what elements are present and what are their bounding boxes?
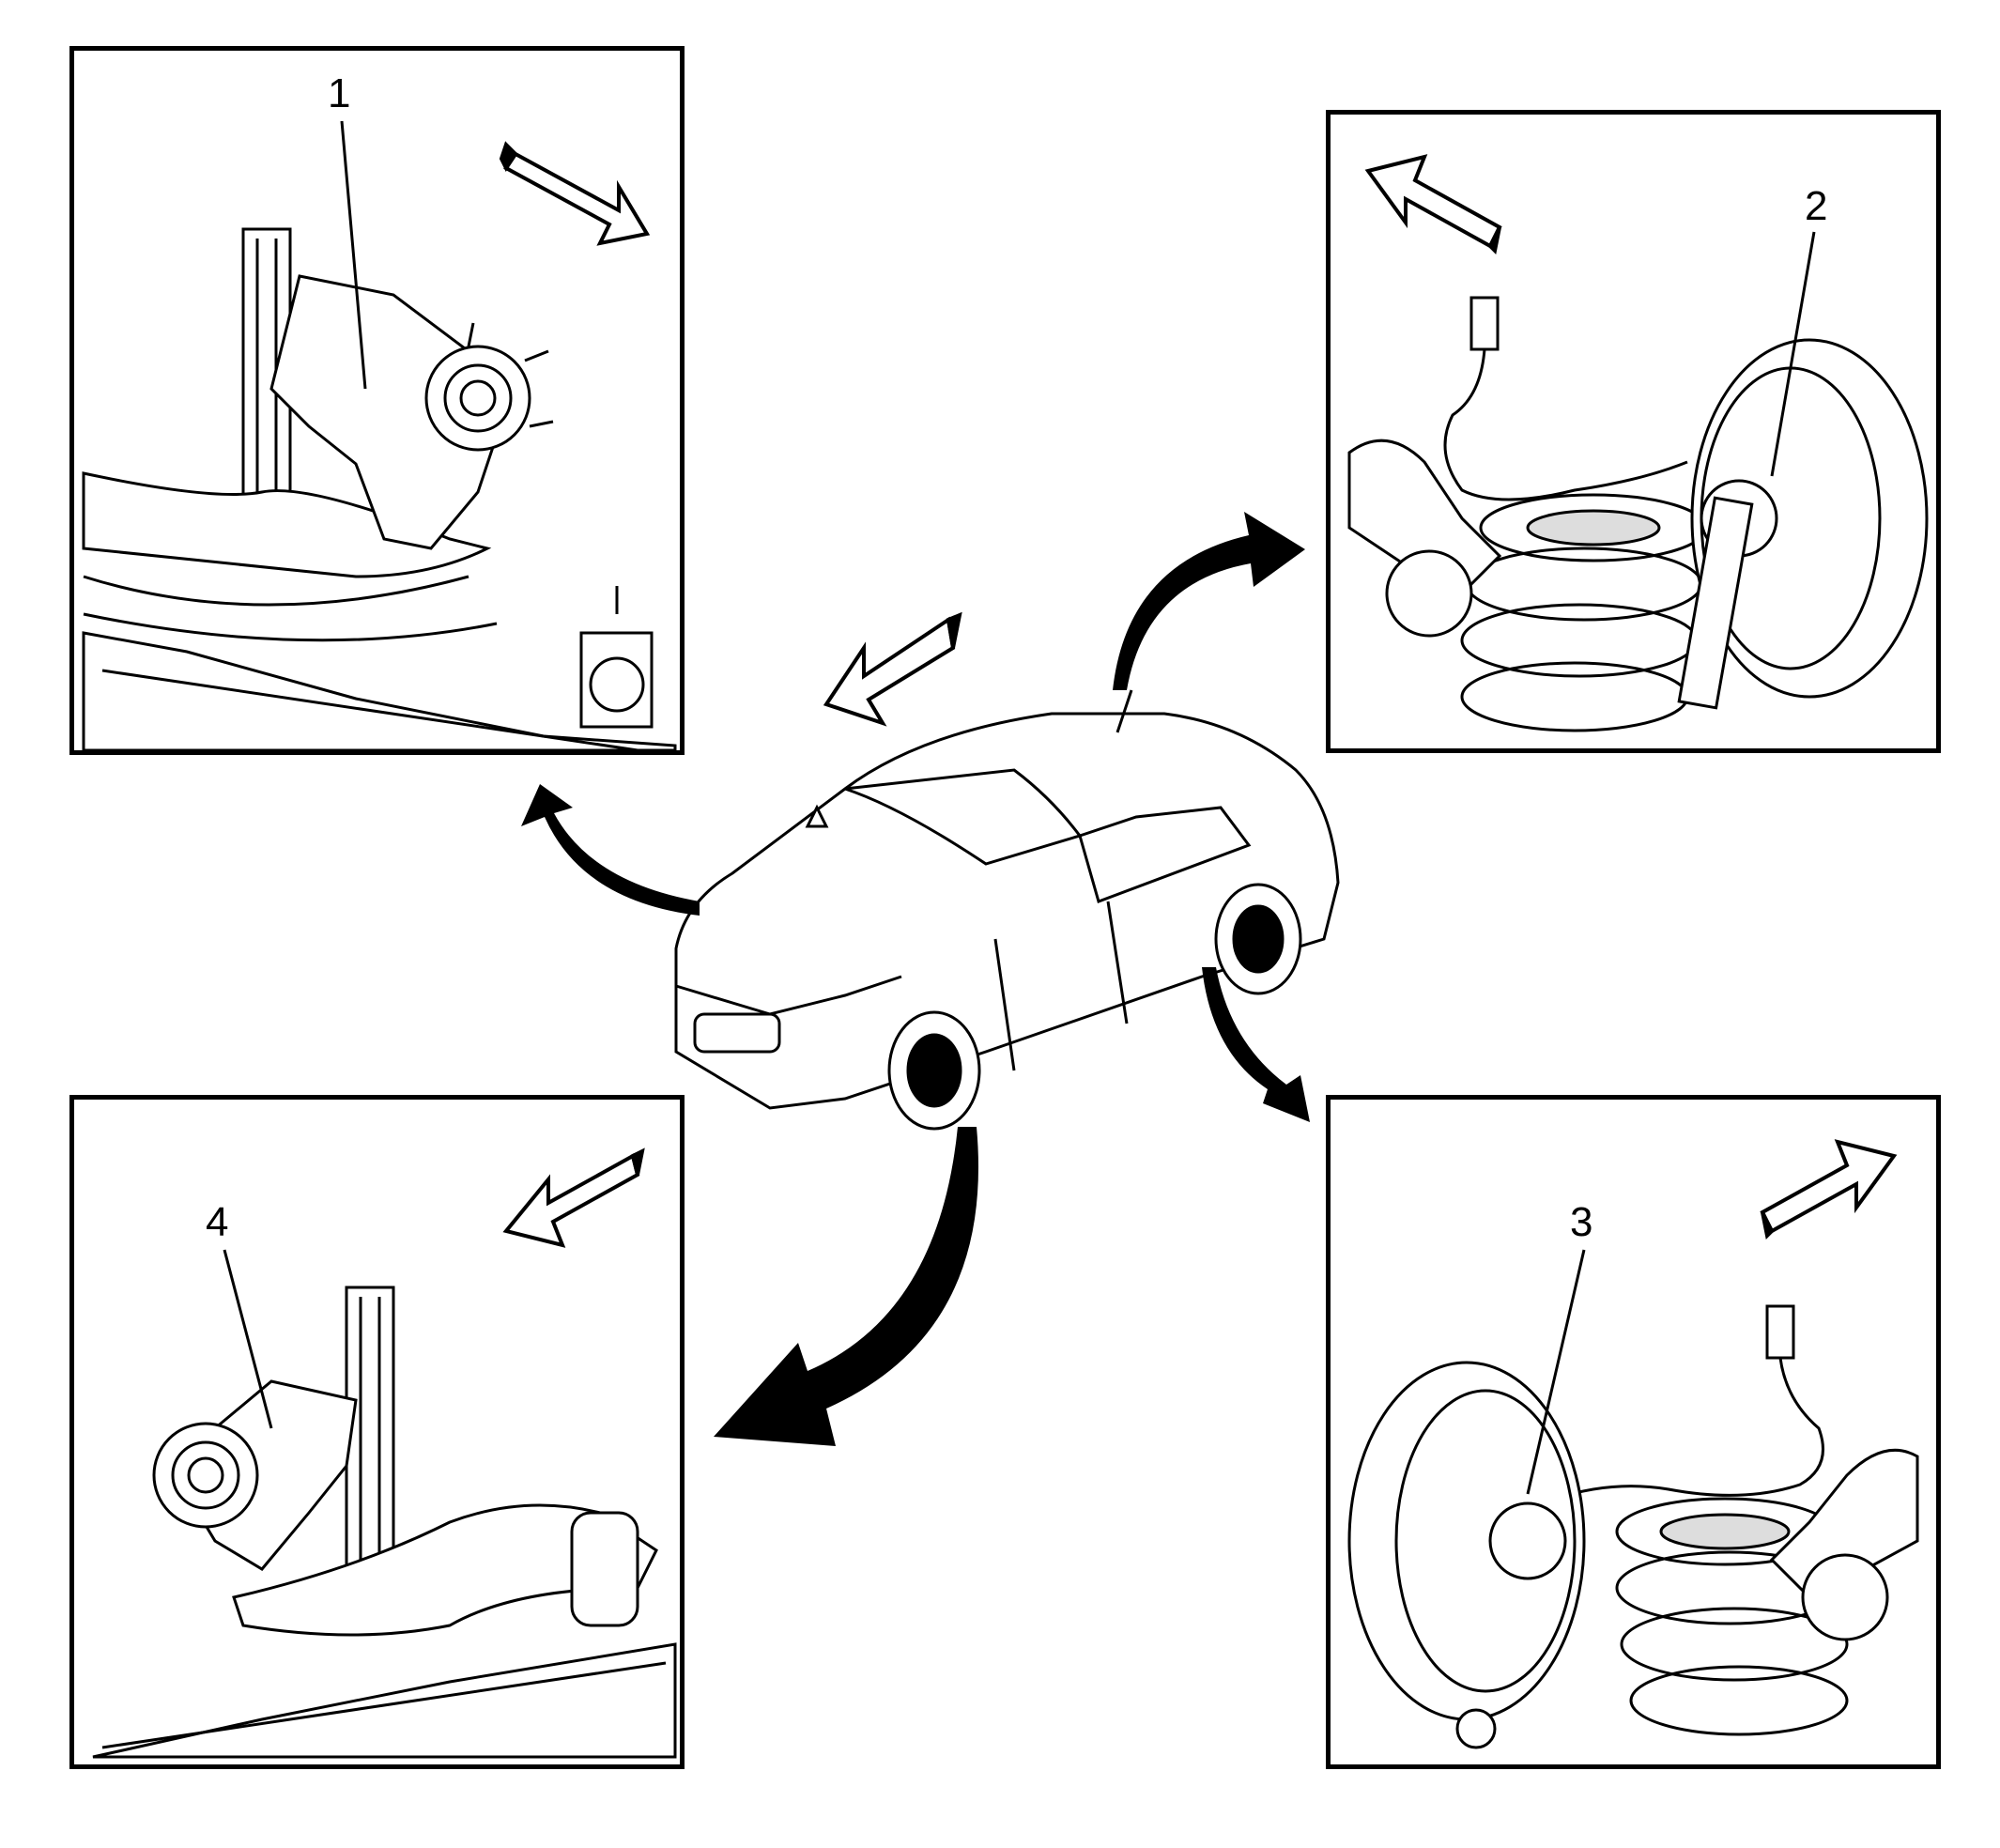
panel-front-right-suspension: 4 xyxy=(69,1095,685,1769)
front-left-suspension-illustration: 1 xyxy=(82,70,677,750)
callout-1: 1 xyxy=(328,70,367,390)
direction-arrow xyxy=(1364,154,1502,255)
brake-drum xyxy=(1347,1361,1586,1749)
axle-beam xyxy=(1347,439,1502,638)
center-direction-arrow xyxy=(823,611,962,727)
leader-arrow-rear-left xyxy=(1113,512,1305,690)
rear-left-suspension-illustration: 2 xyxy=(1347,154,1929,732)
mount-bushing xyxy=(579,586,654,729)
leader-arrow-rear-right xyxy=(1202,967,1310,1122)
direction-arrow xyxy=(1760,1139,1898,1240)
subframe xyxy=(92,1642,677,1759)
subframe xyxy=(82,631,677,750)
callout-4: 4 xyxy=(206,1199,273,1429)
callout-label-1: 1 xyxy=(328,70,350,116)
sensor-harness xyxy=(1555,1304,1824,1501)
direction-arrow xyxy=(502,1147,645,1248)
leader-arrow-front-right xyxy=(714,1127,978,1446)
callout-2: 2 xyxy=(1770,183,1827,477)
direction-arrow xyxy=(499,141,651,246)
front-right-suspension-illustration: 4 xyxy=(92,1147,677,1759)
axle-beam xyxy=(1769,1448,1919,1641)
rear-right-suspension-illustration: 3 xyxy=(1347,1139,1919,1749)
panel-rear-right-suspension: 3 xyxy=(1326,1095,1941,1769)
panel-rear-left-suspension: 2 xyxy=(1326,110,1941,753)
coil-spring xyxy=(1615,1497,1849,1736)
strut xyxy=(345,1286,395,1590)
callout-label-3: 3 xyxy=(1570,1199,1592,1245)
sensor-harness xyxy=(1443,296,1688,501)
lower-control-arm xyxy=(232,1503,658,1637)
knuckle-hub xyxy=(152,1379,358,1571)
callout-label-2: 2 xyxy=(1805,183,1827,229)
callout-label-4: 4 xyxy=(206,1199,228,1245)
lower-control-arm xyxy=(82,471,498,642)
callout-3: 3 xyxy=(1526,1199,1592,1495)
panel-front-left-suspension: 1 xyxy=(69,46,685,755)
leader-arrow-front-left xyxy=(521,784,700,916)
car xyxy=(674,689,1340,1131)
brake-drum xyxy=(1677,338,1929,710)
knuckle-hub xyxy=(269,274,554,550)
